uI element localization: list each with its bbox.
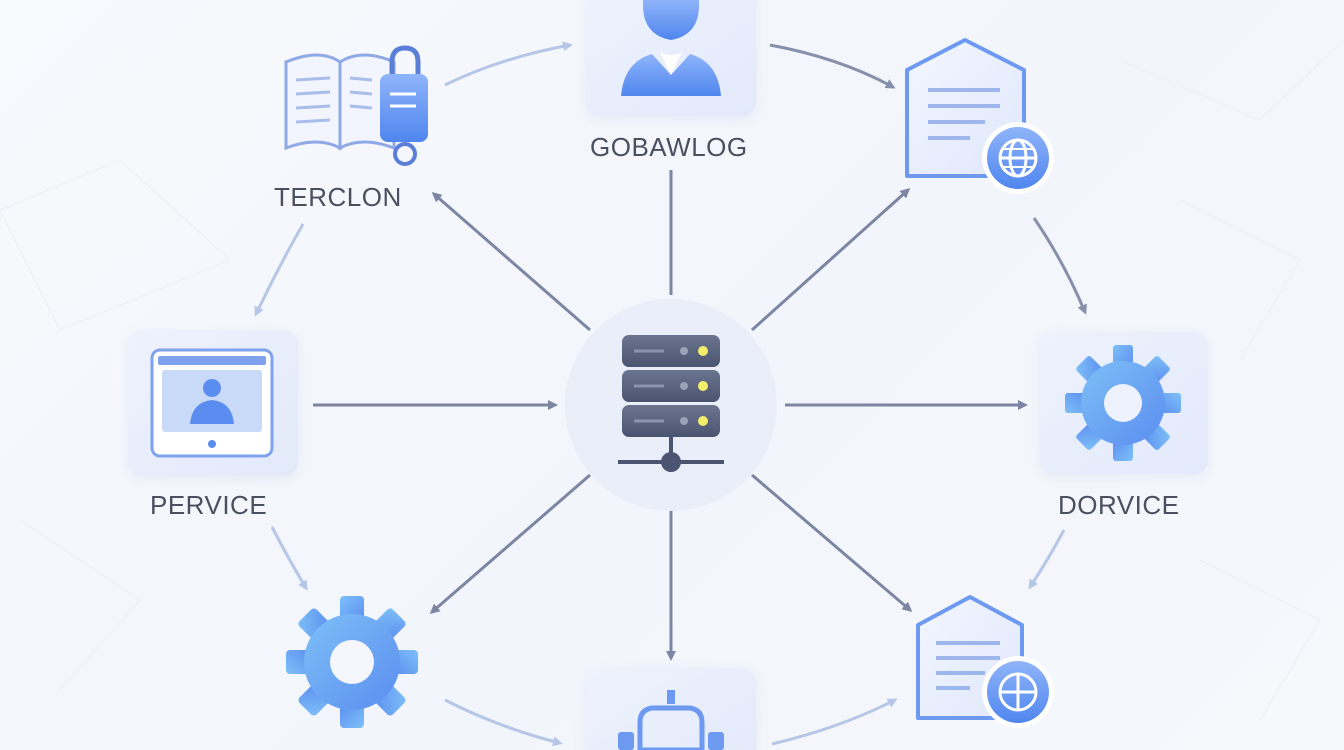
- node-bottom-left: [286, 596, 418, 728]
- arrow-top-right-doc-to-dorvice: [1032, 217, 1087, 315]
- robot-icon: [618, 690, 724, 750]
- node-mid-left: [128, 330, 298, 476]
- label-mid-left: PERVICE: [150, 490, 268, 520]
- label-top-left: TERCLON: [274, 182, 402, 212]
- label-top-center: GOBAWLOG: [590, 132, 748, 162]
- user-avatar-icon: [621, 0, 721, 96]
- document-globe-icon: [916, 595, 1054, 728]
- arrow-pervice-to-bottom-left-gear: [270, 526, 308, 591]
- node-top-right: [905, 38, 1054, 194]
- arrow-center-to-terclon: [431, 192, 591, 332]
- arrow-top-to-top-right-doc: [769, 43, 896, 89]
- arrow-terclon-to-pervice: [254, 223, 305, 317]
- arrow-center-to-top-right-doc: [750, 187, 911, 332]
- monitor-user-icon: [150, 348, 274, 458]
- arrow-center-to-bottom-right-doc: [751, 473, 913, 612]
- node-bottom-center: [586, 668, 756, 750]
- arrow-dorvice-to-bottom-right-doc: [1028, 529, 1066, 590]
- server-network-icon: [618, 335, 724, 472]
- arrow-terclon-to-top: [444, 41, 573, 87]
- label-mid-right: DORVICE: [1058, 490, 1180, 520]
- gear-icon: [286, 596, 418, 728]
- node-top-center: [586, 0, 756, 116]
- background-network: [0, 39, 1344, 721]
- node-center: [565, 299, 777, 511]
- document-globe-icon: [905, 38, 1054, 194]
- node-top-left: [284, 45, 428, 166]
- gear-icon: [1065, 345, 1181, 461]
- node-mid-right: [1040, 332, 1208, 474]
- arrow-bottom-center-to-bottom-right-doc: [771, 698, 898, 746]
- book-lock-icon: [284, 45, 428, 166]
- arrow-center-to-bottom-left-gear: [429, 473, 591, 614]
- node-bottom-right: [916, 595, 1054, 728]
- arrow-bottom-left-gear-to-bottom-center: [444, 698, 563, 747]
